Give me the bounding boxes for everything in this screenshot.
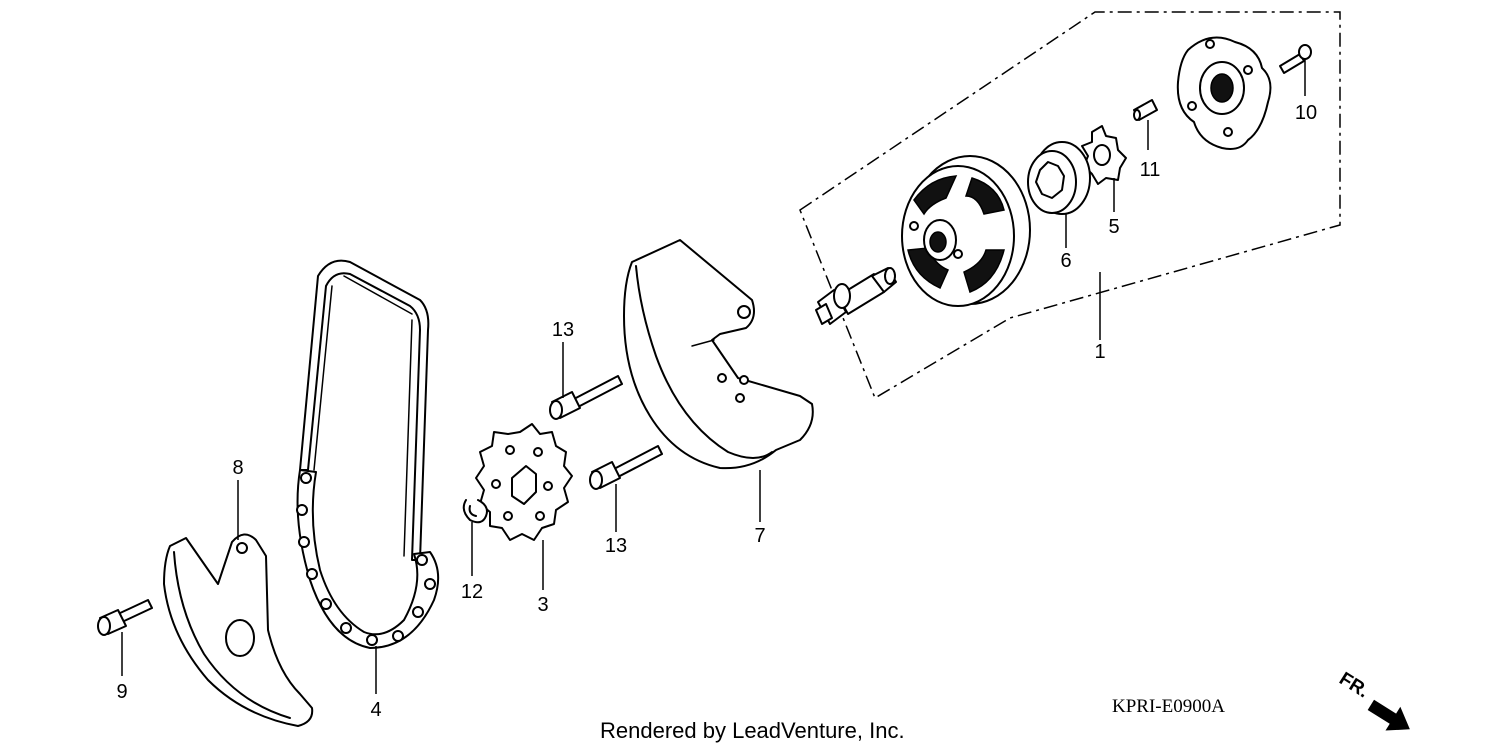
pump-cover[interactable] [1176,36,1272,150]
part-9-bolt[interactable] [97,599,153,636]
callout-1: 1 [1094,341,1105,363]
part-13-bolt-lower[interactable] [589,445,663,490]
assembly-boundary [799,11,1341,400]
callout-3: 3 [537,594,548,616]
part-8-guide-plate[interactable] [163,533,314,727]
part-4-chain[interactable] [296,259,440,649]
part-12-clip[interactable] [462,499,488,524]
part-10-bolt[interactable] [1279,44,1312,74]
callout-13-upper: 13 [552,319,574,341]
callout-12: 12 [461,581,483,603]
callout-7: 7 [754,525,765,547]
part-13-bolt-upper[interactable] [549,375,623,420]
front-direction-arrow: FR. [1335,668,1410,731]
callout-9: 9 [116,681,127,703]
pump-body[interactable] [901,155,1031,307]
callout-10: 10 [1295,102,1317,124]
part-5-inner-rotor[interactable] [1081,125,1127,185]
callout-6: 6 [1060,250,1071,272]
render-credit: Rendered by LeadVenture, Inc. [600,718,905,743]
callout-4: 4 [370,699,381,721]
part-3-sprocket[interactable] [475,423,573,541]
callout-5: 5 [1108,216,1119,238]
diagram-code: KPRI-E0900A [1112,696,1225,717]
fr-label: FR. [1335,668,1372,702]
part-11-dowel-pin[interactable] [1133,99,1158,121]
callout-13-lower: 13 [605,535,627,557]
callout-8: 8 [232,457,243,479]
callout-11: 11 [1140,159,1161,181]
part-7-guide-cover[interactable] [623,239,814,470]
part-6-outer-rotor[interactable] [1027,141,1091,215]
pump-shaft[interactable] [815,267,897,325]
